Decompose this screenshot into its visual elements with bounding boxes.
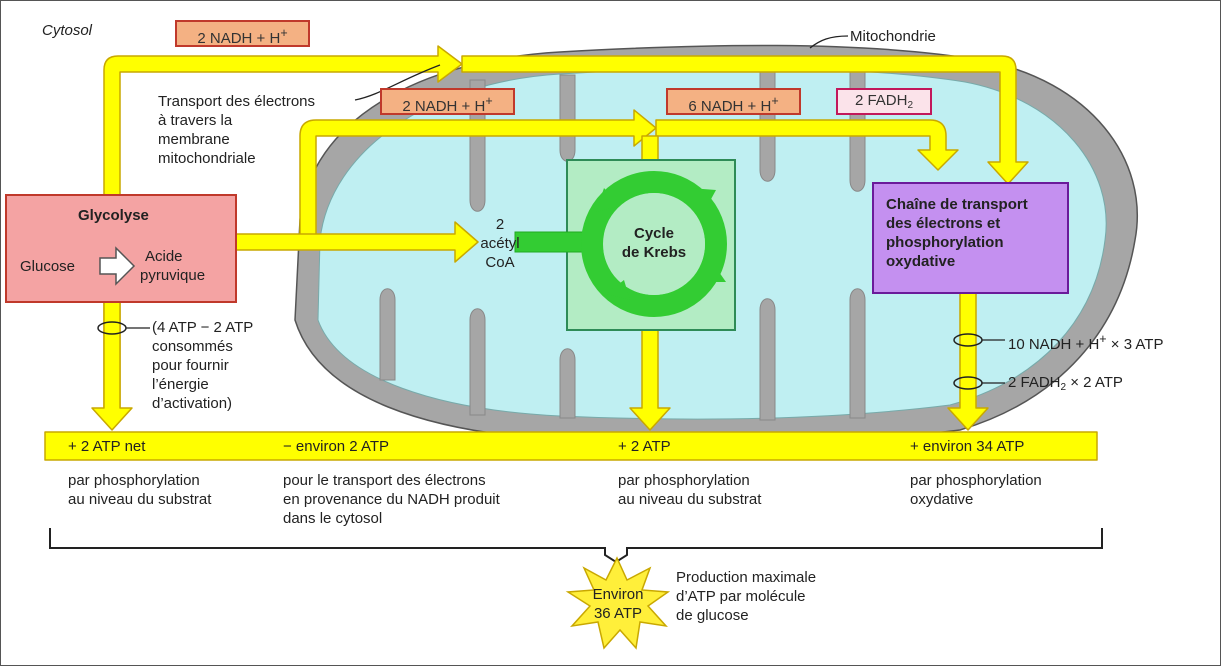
atp-note-4: l’énergie	[152, 376, 209, 393]
atp-note-2: consommés	[152, 338, 233, 355]
nadh-top-box: 2 NADH + H+	[175, 20, 310, 47]
desc-4-line-2: oxydative	[910, 491, 974, 508]
arrow-top-loop-right	[461, 55, 1029, 185]
pyruvique-label: pyruvique	[140, 267, 206, 284]
arrow-krebs-down	[629, 329, 671, 431]
krebs-label: Cycle de Krebs	[604, 224, 704, 262]
arrow-mid-loop-right	[655, 119, 959, 171]
atp-note-3: pour fournir	[152, 357, 229, 374]
arrow-chain-down	[947, 291, 989, 431]
krebs-arrowhead-1	[690, 188, 716, 212]
arrow-top-loop	[103, 45, 463, 416]
desc-3: par phosphorylation au niveau du substra…	[618, 471, 761, 509]
star-line-1: Environ	[592, 586, 644, 603]
fadh-atp-sub: 2	[1060, 382, 1067, 393]
production-line-3: de glucose	[676, 607, 749, 624]
nadh-mid-box: 2 NADH + H+	[380, 88, 515, 115]
acetyl-line-2: acétyl	[480, 235, 520, 252]
chain-line-2: des électrons et	[886, 215, 1001, 232]
acetyl-label: 2 acétyl CoA	[470, 215, 530, 272]
chain-label: Chaîne de transport des électrons et pho…	[886, 195, 1028, 271]
arrow-mid-loop	[299, 109, 657, 241]
desc-3-line-1: par phosphorylation	[618, 472, 750, 489]
fadh-sub: 2	[907, 100, 914, 111]
krebs-ring	[581, 171, 727, 317]
krebs-line-1: Cycle	[633, 225, 675, 242]
star-label: Environ 36 ATP	[582, 585, 654, 623]
leader-lines	[126, 35, 1005, 384]
acetyl-line-1: 2	[495, 216, 505, 233]
cytosol-label: Cytosol	[42, 22, 93, 39]
flow-arrows	[44, 45, 1098, 461]
transport-line-1: Transport des électrons	[158, 93, 316, 110]
atp-star-icon	[565, 556, 671, 650]
production-line-1: Production maximale	[676, 569, 817, 586]
transport-label: Transport des électrons à travers la mem…	[158, 92, 315, 168]
acetyl-line-3: CoA	[485, 254, 515, 271]
atp-note: (4 ATP − 2 ATP consommés pour fournir l’…	[152, 318, 253, 413]
desc-3-line-2: au niveau du substrat	[618, 491, 762, 508]
desc-2-line-2: en provenance du NADH produit	[283, 491, 500, 508]
production-label: Production maximale d’ATP par molécule d…	[676, 568, 816, 625]
bar-label-2: − environ 2 ATP	[283, 438, 390, 455]
chain-line-3: phosphorylation	[886, 234, 1004, 251]
krebs-arrowhead-4	[606, 280, 630, 300]
fadh-atp-text: 2 FADH	[1008, 374, 1061, 391]
total-bracket	[49, 528, 1103, 564]
desc-4-line-1: par phosphorylation	[910, 472, 1042, 489]
mitochondrie-label: Mitochondrie	[850, 28, 936, 45]
bar-label-3: + 2 ATP	[618, 438, 671, 455]
production-line-2: d’ATP par molécule	[676, 588, 806, 605]
desc-1-line-2: au niveau du substrat	[68, 491, 212, 508]
transport-line-4: mitochondriale	[158, 150, 256, 167]
nadh-krebs-box: 6 NADH + H+	[666, 88, 801, 115]
nadh-mid-text: 2 NADH + H	[402, 98, 486, 115]
arrow-glycolysis-down	[91, 299, 133, 431]
krebs-ring-inner	[603, 193, 705, 295]
atp-note-5: d’activation)	[152, 395, 233, 412]
transport-line-3: membrane	[158, 131, 230, 148]
desc-4: par phosphorylation oxydative	[910, 471, 1042, 509]
atp-bar	[44, 431, 1098, 461]
fadh-text: 2 FADH	[854, 92, 908, 109]
bar-label-4: + environ 34 ATP	[910, 438, 1025, 455]
bar-label-1: + 2 ATP net	[68, 438, 146, 455]
acide-label: Acide	[145, 248, 183, 265]
nadh-atp-sup: +	[1099, 332, 1107, 346]
krebs-arrowhead-3	[700, 262, 726, 282]
fadh-box: 2 FADH2	[836, 88, 932, 115]
nadh-krebs-text: 6 NADH + H	[688, 98, 772, 115]
glucose-label: Glucose	[20, 258, 76, 275]
chain-box	[872, 182, 1069, 294]
desc-1: par phosphorylation au niveau du substra…	[68, 471, 211, 509]
glycolyse-box	[5, 194, 237, 303]
nadh-atp-label: 10 NADH + H+ × 3 ATP	[1008, 330, 1163, 354]
nadh-top-text: 2 NADH + H	[197, 30, 281, 47]
nadh-atp-tail: × 3 ATP	[1106, 336, 1164, 353]
chain-line-4: oxydative	[886, 253, 956, 270]
fadh-atp-label: 2 FADH2 × 2 ATP	[1008, 373, 1123, 393]
krebs-line-2: de Krebs	[621, 244, 687, 261]
nadh-top-sup: +	[280, 26, 288, 40]
desc-2: pour le transport des électrons en prove…	[283, 471, 500, 528]
desc-1-line-1: par phosphorylation	[68, 472, 200, 489]
transport-line-2: à travers la	[158, 112, 233, 129]
desc-2-line-1: pour le transport des électrons	[283, 472, 486, 489]
krebs-arrowhead-2	[596, 188, 620, 212]
nadh-atp-text: 10 NADH + H	[1008, 336, 1100, 353]
star-line-2: 36 ATP	[593, 605, 643, 622]
glucose-arrow-icon	[99, 246, 136, 286]
desc-2-line-3: dans le cytosol	[283, 510, 383, 527]
nadh-mid-sup: +	[485, 94, 493, 108]
fadh-atp-tail: × 2 ATP	[1066, 374, 1123, 391]
nadh-krebs-sup: +	[771, 94, 779, 108]
glycolyse-title: Glycolyse	[78, 207, 149, 224]
arrow-pyruvate-acetyl	[234, 221, 479, 263]
chain-line-1: Chaîne de transport	[886, 196, 1028, 213]
atp-note-1: (4 ATP − 2 ATP	[152, 319, 254, 336]
